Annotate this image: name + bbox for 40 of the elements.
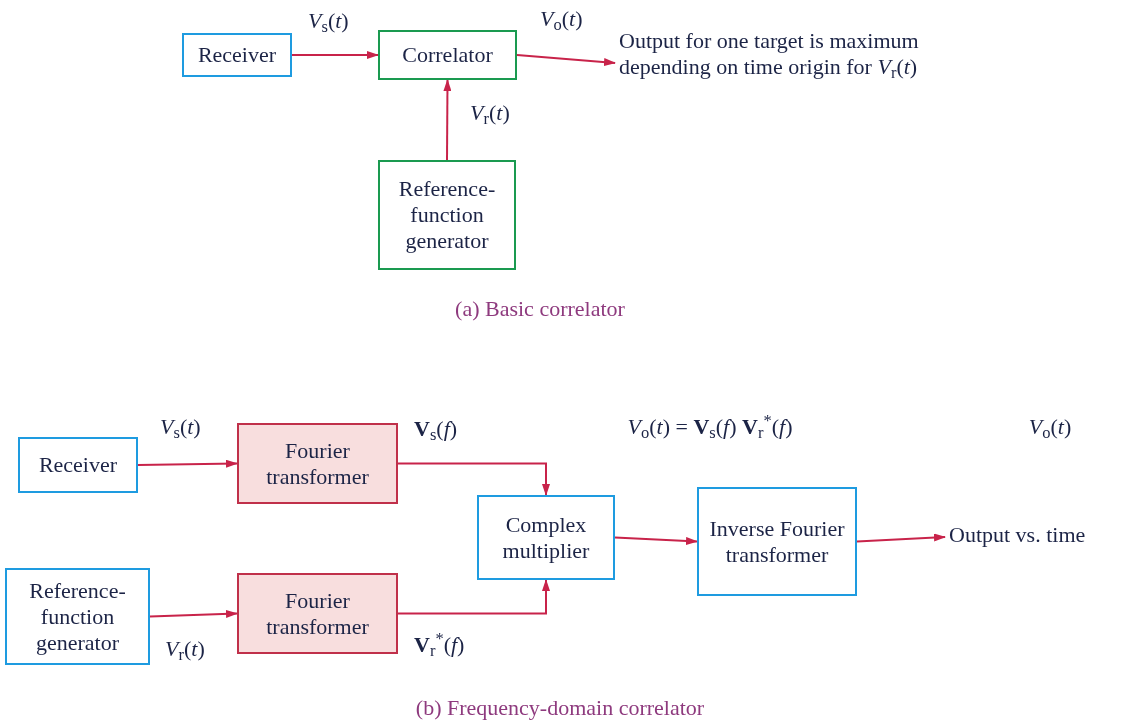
arrow — [137, 459, 238, 468]
arrow — [291, 51, 379, 59]
edge-label: V$_{s}$(t) — [160, 414, 201, 440]
equation: V$_{o}$(t) = V$_{s}$(f) V$_{r}$$^{*}$(f) — [626, 414, 794, 440]
box-label: Complex multiplier — [501, 511, 591, 564]
edge-label: V$_{s}$(t) — [308, 8, 349, 34]
arrow — [397, 579, 550, 615]
box-label: Receiver — [37, 452, 119, 478]
box-label: Output vs. time — [948, 522, 1087, 548]
process-box — [697, 487, 857, 596]
edge-label: V$_{o}$(t) — [540, 6, 583, 32]
process-box — [477, 495, 615, 580]
arrow — [397, 462, 550, 496]
box-label: Inverse Fourier transformer — [708, 515, 846, 568]
arrow — [614, 536, 698, 545]
box-label: Receiver — [196, 42, 278, 68]
caption: (a) Basic correlator — [454, 296, 626, 322]
edge-label: V$_{r}$$^{*}$(f) — [414, 632, 465, 658]
arrow — [443, 79, 452, 161]
box-label: Reference-function generator — [397, 176, 497, 254]
arrow — [149, 609, 238, 618]
process-box — [378, 160, 516, 270]
process-box — [5, 568, 150, 665]
box-label: Fourier transformer — [265, 587, 370, 640]
edge-label: V$_{s}$(f) — [414, 416, 458, 442]
box-label: Output for one target is maximum depending on time origin for V$_{r}$(t) — [618, 28, 920, 80]
transform-box — [237, 423, 398, 504]
arrow — [516, 54, 616, 67]
signal-label: V$_{o}$(t) — [1027, 414, 1073, 440]
process-box — [18, 437, 138, 493]
box-label: Correlator — [401, 42, 494, 68]
transform-box — [237, 573, 398, 654]
process-box — [182, 33, 292, 77]
process-box — [378, 30, 517, 80]
edge-label: V$_{r}$(t) — [165, 636, 205, 662]
box-label: Fourier transformer — [265, 437, 370, 490]
arrow — [856, 533, 946, 543]
caption: (b) Frequency-domain correlator — [414, 695, 706, 721]
box-label: Reference-function generator — [28, 577, 127, 656]
edge-label: V$_{r}$(t) — [470, 100, 510, 126]
